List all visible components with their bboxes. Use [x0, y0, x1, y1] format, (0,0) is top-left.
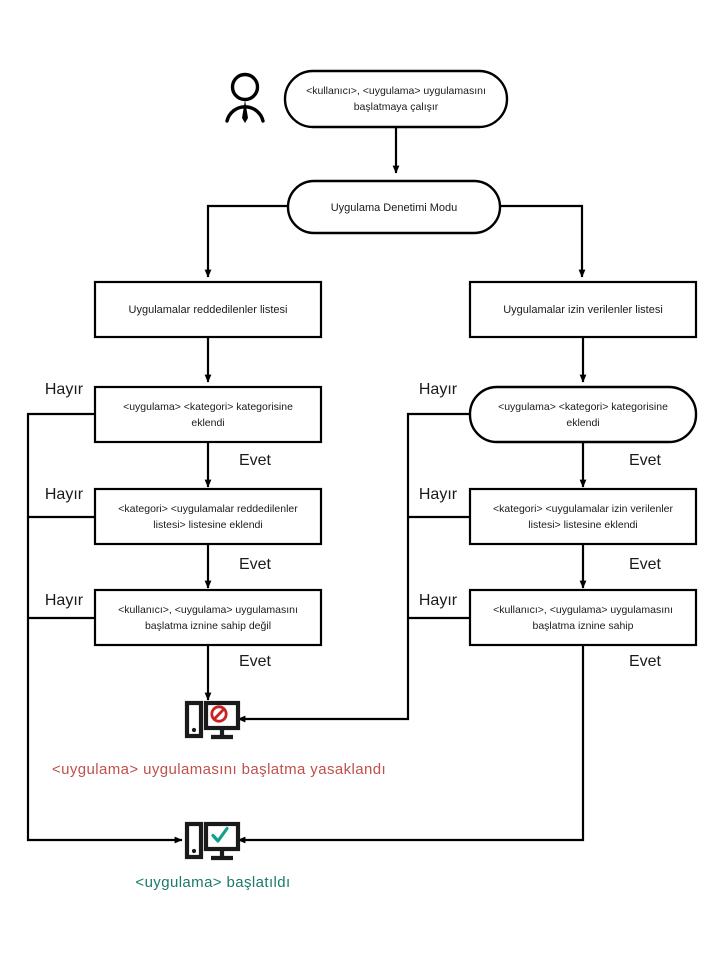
node-right-category-line-2: eklendi [566, 417, 599, 429]
edge-left-no-bus [26, 412, 183, 844]
edge-label-left-no-2: Hayır [45, 486, 84, 503]
edge-label-right-no-2: Hayır [419, 486, 458, 503]
edge-label-right-yes-1: Evet [629, 452, 662, 469]
node-mode: Uygulama Denetimi Modu [286, 179, 502, 235]
edge-label-left-no-3: Hayır [45, 592, 84, 609]
node-right-permission: <kullanıcı>, <uygulama> uygulamasını baş… [468, 588, 698, 647]
node-right-category-line-1: <uygulama> <kategori> kategorisine [498, 401, 668, 413]
edge-label-right-yes-2: Evet [629, 556, 662, 573]
edge-mode-to-allowlist [500, 204, 586, 278]
node-left-permission-line-2: başlatma iznine sahip değil [145, 620, 271, 632]
node-left-list: <kategori> <uygulamalar reddedilenler li… [93, 487, 323, 546]
denied-caption: <uygulama> uygulamasını başlatma yasakla… [52, 761, 386, 778]
edge-label-left-no-1: Hayır [45, 381, 84, 398]
node-right-permission-line-1: <kullanıcı>, <uygulama> uygulamasını [493, 604, 673, 616]
edge-right-permission-to-allowed [237, 645, 585, 844]
computer-blocked-icon [184, 700, 241, 740]
node-left-list-line-2: listesi> listesine eklendi [153, 519, 262, 531]
node-right-permission-line-2: başlatma iznine sahip [533, 620, 634, 632]
user-icon [225, 72, 265, 123]
node-right-category: <uygulama> <kategori> kategorisine eklen… [468, 385, 698, 444]
allowed-caption: <uygulama> başlatıldı [135, 874, 290, 891]
edge-right-no-bus [237, 412, 470, 723]
node-start-line-1: <kullanıcı>, <uygulama> uygulamasını [306, 85, 486, 97]
edge-label-left-yes-1: Evet [239, 452, 272, 469]
node-left-list-line-1: <kategori> <uygulamalar reddedilenler [118, 503, 298, 515]
edge-mode-to-denylist [204, 204, 288, 278]
edge-label-right-no-1: Hayır [419, 381, 458, 398]
node-start-line-2: başlatmaya çalışır [354, 101, 439, 113]
node-denylist-label: Uygulamalar reddedilenler listesi [129, 304, 288, 316]
node-allowlist: Uygulamalar izin verilenler listesi [468, 280, 698, 339]
node-right-list-line-1: <kategori> <uygulamalar izin verilenler [493, 503, 674, 515]
node-denylist: Uygulamalar reddedilenler listesi [93, 280, 323, 339]
node-mode-label: Uygulama Denetimi Modu [331, 202, 458, 214]
node-start: <kullanıcı>, <uygulama> uygulamasını baş… [283, 69, 509, 129]
node-left-category-line-1: <uygulama> <kategori> kategorisine [123, 401, 293, 413]
node-allowlist-label: Uygulamalar izin verilenler listesi [503, 304, 663, 316]
node-right-list: <kategori> <uygulamalar izin verilenler … [468, 487, 698, 546]
node-left-category: <uygulama> <kategori> kategorisine eklen… [93, 385, 323, 444]
node-left-category-line-2: eklendi [191, 417, 224, 429]
node-left-permission: <kullanıcı>, <uygulama> uygulamasını baş… [93, 588, 323, 647]
edge-label-right-no-3: Hayır [419, 592, 458, 609]
node-left-permission-line-1: <kullanıcı>, <uygulama> uygulamasını [118, 604, 298, 616]
computer-allowed-icon [184, 821, 241, 861]
edge-label-right-yes-3: Evet [629, 653, 662, 670]
node-right-list-line-2: listesi> listesine eklendi [528, 519, 637, 531]
edge-label-left-yes-2: Evet [239, 556, 272, 573]
edge-label-left-yes-3: Evet [239, 653, 272, 670]
